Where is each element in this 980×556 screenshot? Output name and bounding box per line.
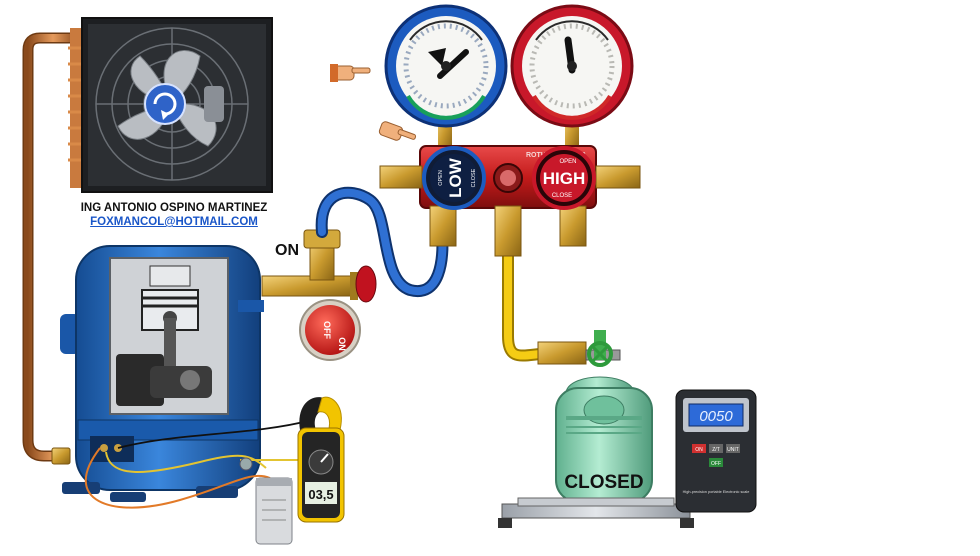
scale-btn-zero[interactable]: Z/T (709, 444, 723, 453)
refrigerant-tank (537, 330, 653, 503)
pointing-hand-icon (378, 121, 417, 141)
terminal-box (90, 436, 134, 462)
low-close-label: CLOSE (471, 168, 477, 187)
svg-text:UNIT: UNIT (727, 447, 739, 453)
service-valve (261, 229, 377, 303)
high-open-label: OPEN (559, 159, 576, 165)
yellow-charging-hose (502, 240, 546, 362)
scale-btn-on[interactable]: ON (692, 444, 706, 453)
blue-suction-hose (315, 186, 449, 298)
pointing-hand-icon (330, 64, 371, 82)
on-button-label: ON (337, 337, 347, 351)
compressor-cutaway-piston (109, 257, 229, 415)
low-knob-label: LOW (446, 157, 465, 198)
run-capacitor (255, 477, 293, 545)
low-open-label: OPEN (438, 170, 444, 186)
svg-text:Z/T: Z/T (712, 447, 720, 453)
low-side-valve-knob[interactable]: LOW OPEN CLOSE (422, 146, 486, 210)
high-knob-label: HIGH (543, 169, 586, 188)
compressor-feet (62, 482, 238, 502)
tank-valve-handwheel[interactable] (587, 341, 613, 367)
clamp-meter: 03,5 (297, 396, 345, 523)
compressor (60, 245, 264, 502)
scale-display: 0050 (699, 408, 733, 425)
off-on-button[interactable]: OFF ON (299, 299, 361, 361)
scale-btn-off[interactable]: OFF (709, 458, 723, 467)
manifold-body: ROTHENBERGER (379, 145, 641, 257)
high-pressure-gauge (510, 4, 634, 148)
clamp-meter-display: 03,5 (308, 487, 333, 502)
off-button-label: OFF (322, 321, 332, 339)
author-name: ING ANTONIO OSPINO MARTINEZ (80, 202, 268, 214)
svg-text:OFF: OFF (711, 461, 721, 467)
scale-platform (498, 497, 694, 528)
high-side-valve-knob[interactable]: HIGH OPEN CLOSE (532, 146, 596, 210)
condenser-unit (68, 17, 273, 193)
valve-handwheel[interactable] (350, 265, 377, 303)
copper-discharge-line (22, 32, 78, 465)
electronic-scale-controller: 0050 ON Z/T UNIT OFF High-precision port… (675, 389, 757, 513)
fan-rotation-icon (144, 83, 186, 125)
author-email-link[interactable]: FOXMANCOL@HOTMAIL.COM (90, 216, 258, 228)
high-close-label: CLOSE (552, 193, 572, 199)
valve-state-label: ON (275, 242, 299, 259)
electrical-wires (84, 419, 313, 509)
svg-text:ON: ON (695, 447, 703, 453)
tank-status-label: CLOSED (564, 472, 644, 493)
scale-caption: High-precision portable Electronic scale (683, 490, 750, 494)
low-pressure-gauge (384, 4, 508, 148)
scale-btn-unit[interactable]: UNIT (726, 444, 740, 453)
